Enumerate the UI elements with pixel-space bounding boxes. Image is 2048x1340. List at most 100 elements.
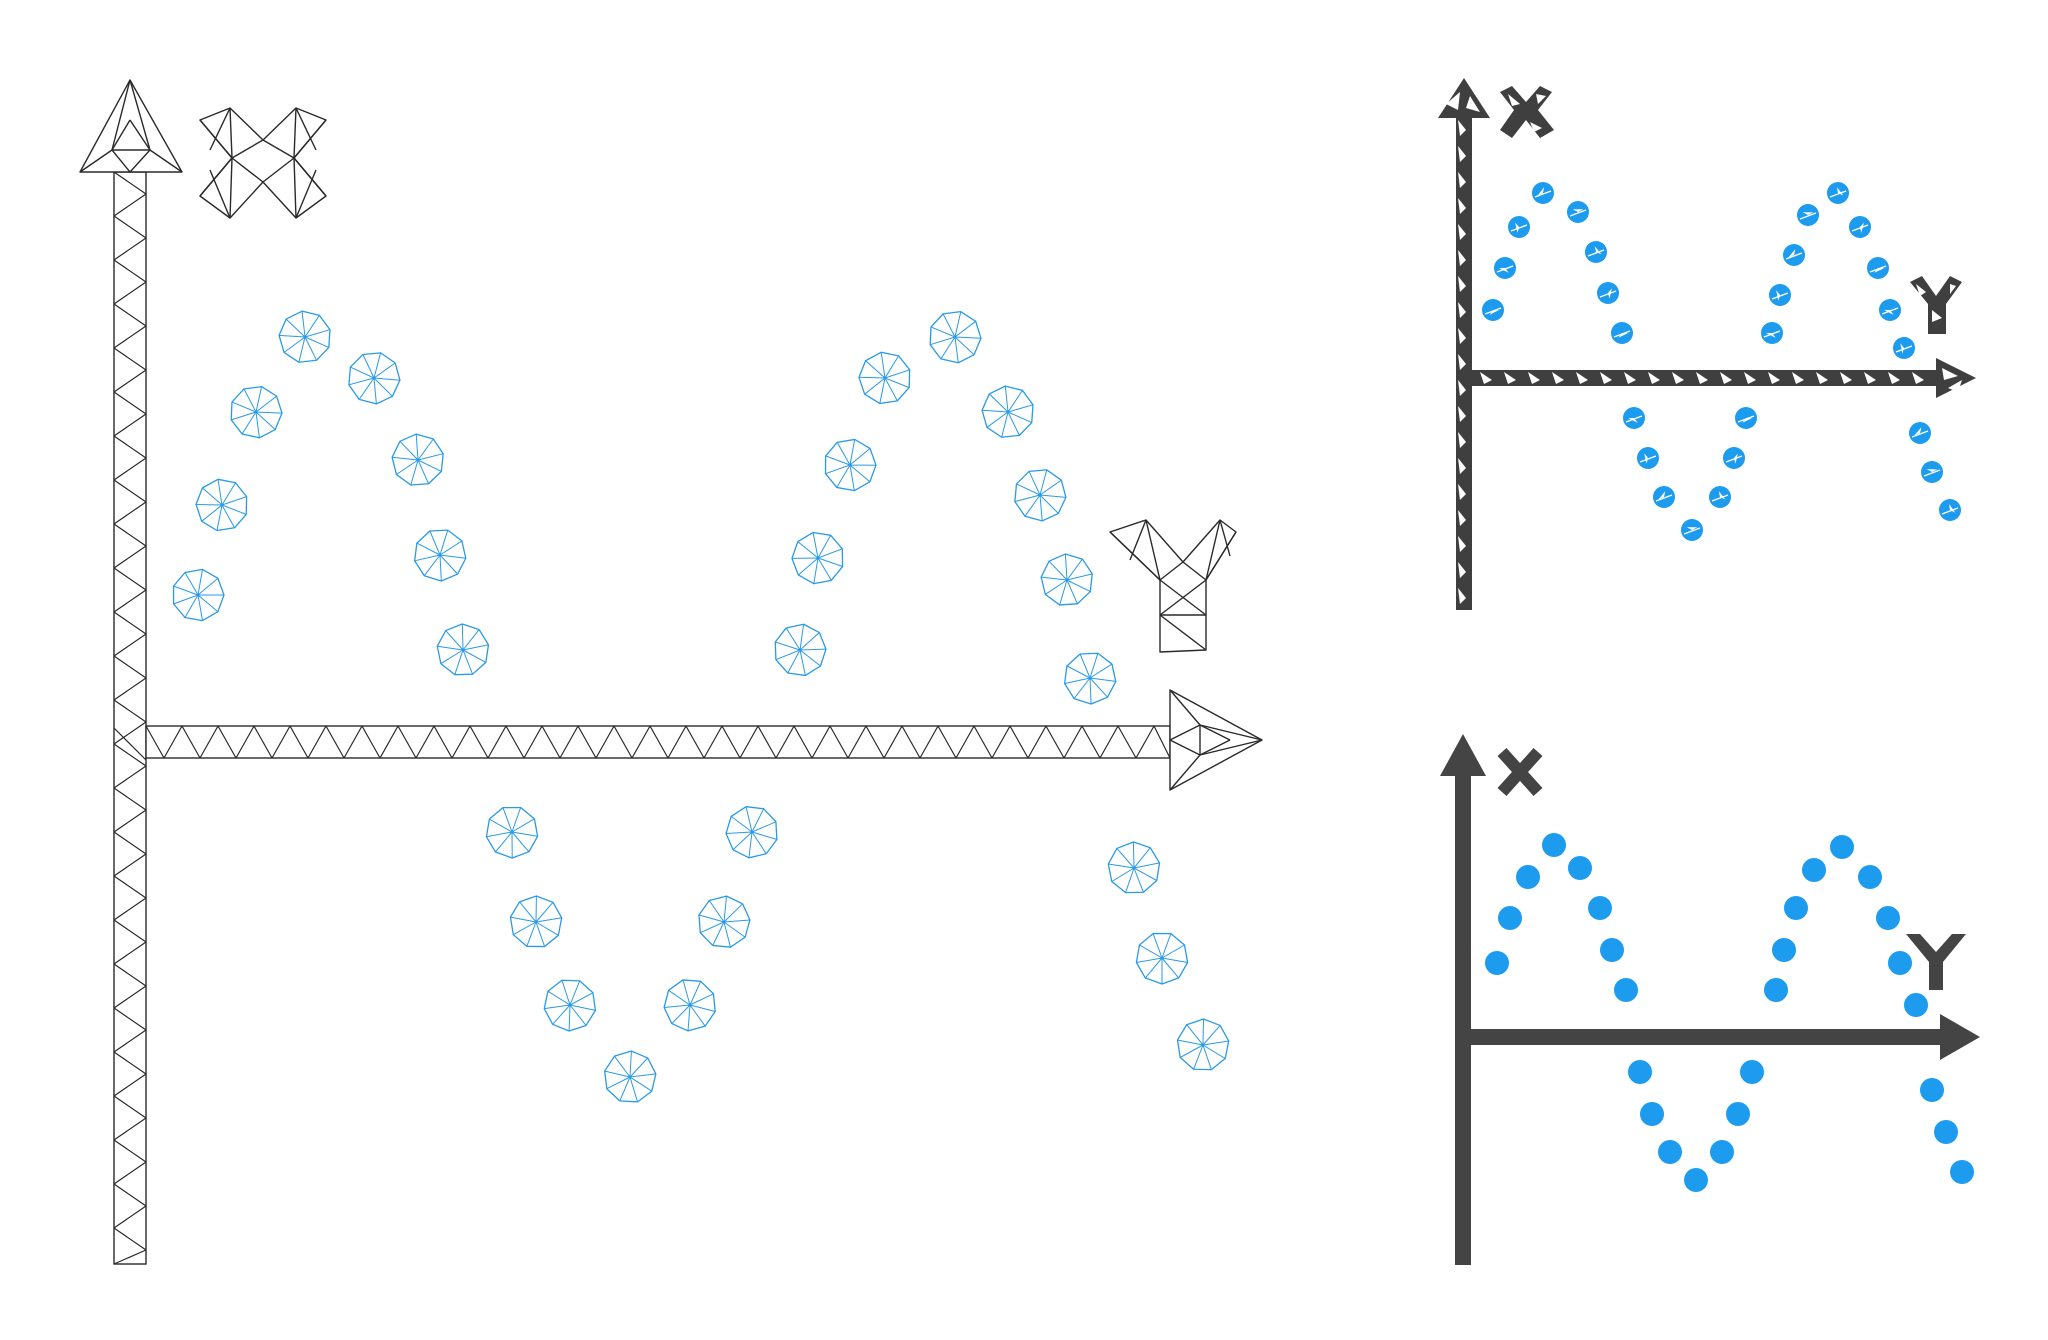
mesh-dot <box>981 385 1034 438</box>
flat-dot <box>1726 1102 1750 1126</box>
fragmented-dots <box>1482 182 1961 541</box>
fragmented-dot <box>1637 447 1659 469</box>
flat-dot <box>1764 978 1788 1002</box>
flat-dot <box>1784 896 1808 920</box>
flat-dot <box>1740 1060 1764 1084</box>
flat-y-axis <box>1455 770 1471 1265</box>
flat-y-letter-icon <box>1906 934 1966 990</box>
mesh-dot <box>1040 553 1093 606</box>
flat-dot <box>1934 1120 1958 1144</box>
mesh-y-axis <box>113 171 147 1265</box>
fragmented-dot <box>1709 486 1731 508</box>
fragmented-dot <box>1769 284 1791 306</box>
fragmented-dot <box>1867 257 1889 279</box>
sine-plot-flat-icon <box>1440 734 1980 1265</box>
fragmented-dot <box>1567 201 1589 223</box>
fragmented-dot <box>1893 337 1915 359</box>
fragmented-dot <box>1585 241 1607 263</box>
fragmented-dot <box>1797 204 1819 226</box>
mesh-dot <box>1135 932 1189 985</box>
fragmented-dot <box>1879 299 1901 321</box>
fragmented-dot <box>1508 216 1530 238</box>
mesh-dot <box>824 438 877 492</box>
mesh-dot <box>791 531 844 585</box>
flat-dot <box>1640 1102 1664 1126</box>
mesh-dot <box>1014 469 1067 522</box>
mesh-dot <box>278 310 331 363</box>
flat-dot <box>1600 938 1624 962</box>
fragmented-dot <box>1611 322 1633 344</box>
mesh-dot <box>663 979 716 1032</box>
flat-dot <box>1920 1078 1944 1102</box>
mesh-dot <box>725 806 778 859</box>
fragmented-right-arrow-icon <box>1936 358 1976 398</box>
mesh-y-letter-icon <box>1109 519 1237 653</box>
mesh-dot <box>230 385 283 439</box>
mesh-dot <box>509 895 563 948</box>
fragmented-y-letter-icon <box>1910 276 1962 334</box>
flat-dot <box>1628 1060 1652 1084</box>
fragmented-dot <box>1735 407 1757 429</box>
flat-up-arrow-icon <box>1440 734 1486 776</box>
flat-dot <box>1950 1160 1974 1184</box>
flat-dot <box>1658 1140 1682 1164</box>
fragmented-y-axis <box>1456 110 1472 610</box>
flat-dot <box>1858 865 1882 889</box>
flat-x-axis <box>1471 1029 1951 1045</box>
fragmented-dot <box>1909 422 1931 444</box>
fragmented-dot <box>1482 299 1504 321</box>
mesh-dot <box>543 979 597 1032</box>
flat-dot <box>1802 858 1826 882</box>
mesh-dot <box>391 433 444 486</box>
fragmented-x-axis <box>1472 370 1942 386</box>
fragmented-dot <box>1681 519 1703 541</box>
mesh-x-axis <box>145 725 1171 759</box>
fragmented-dot <box>1653 486 1675 508</box>
fragmented-dot <box>1494 257 1516 279</box>
mesh-dot <box>858 351 911 405</box>
fragmented-dot <box>1761 322 1783 344</box>
fragmented-up-arrow-icon <box>1438 78 1490 118</box>
fragmented-dot <box>1827 182 1849 204</box>
fragmented-dot <box>1623 407 1645 429</box>
mesh-dot <box>1176 1018 1230 1071</box>
flat-dot <box>1498 906 1522 930</box>
mesh-dot <box>485 806 539 859</box>
flat-dot <box>1542 833 1566 857</box>
mesh-right-arrow-icon <box>1169 689 1263 791</box>
sine-plot-fragmented-icon <box>1438 78 1976 610</box>
flat-dot <box>1710 1140 1734 1164</box>
flat-dot <box>1772 938 1796 962</box>
flat-dot <box>1684 1168 1708 1192</box>
mesh-dot <box>1107 841 1161 894</box>
fragmented-dot <box>1921 461 1943 483</box>
mesh-dot <box>195 478 248 532</box>
flat-dot <box>1904 993 1928 1017</box>
mesh-dot <box>774 623 827 677</box>
fragmented-dot <box>1532 182 1554 204</box>
flat-dot <box>1588 896 1612 920</box>
fragmented-x-letter-icon <box>1500 86 1554 138</box>
flat-dot <box>1485 951 1509 975</box>
fragmented-dot <box>1939 499 1961 521</box>
sine-plot-mesh-icon <box>79 79 1263 1265</box>
fragmented-dot <box>1849 216 1871 238</box>
flat-dot <box>1568 856 1592 880</box>
fragmented-dot <box>1783 244 1805 266</box>
fragmented-dot <box>1723 447 1745 469</box>
flat-dot <box>1830 835 1854 859</box>
flat-dot <box>1614 978 1638 1002</box>
mesh-dot <box>172 568 225 622</box>
mesh-up-arrow-icon <box>79 79 183 173</box>
flat-dot <box>1888 951 1912 975</box>
flat-dots <box>1485 833 1974 1192</box>
mesh-dot <box>698 895 751 948</box>
flat-right-arrow-icon <box>1940 1014 1980 1060</box>
flat-dot <box>1876 906 1900 930</box>
flat-x-letter-icon <box>1497 747 1543 797</box>
mesh-dot <box>1063 652 1117 705</box>
mesh-dot <box>604 1050 657 1103</box>
mesh-dots <box>172 310 1230 1103</box>
mesh-dot <box>348 352 401 405</box>
